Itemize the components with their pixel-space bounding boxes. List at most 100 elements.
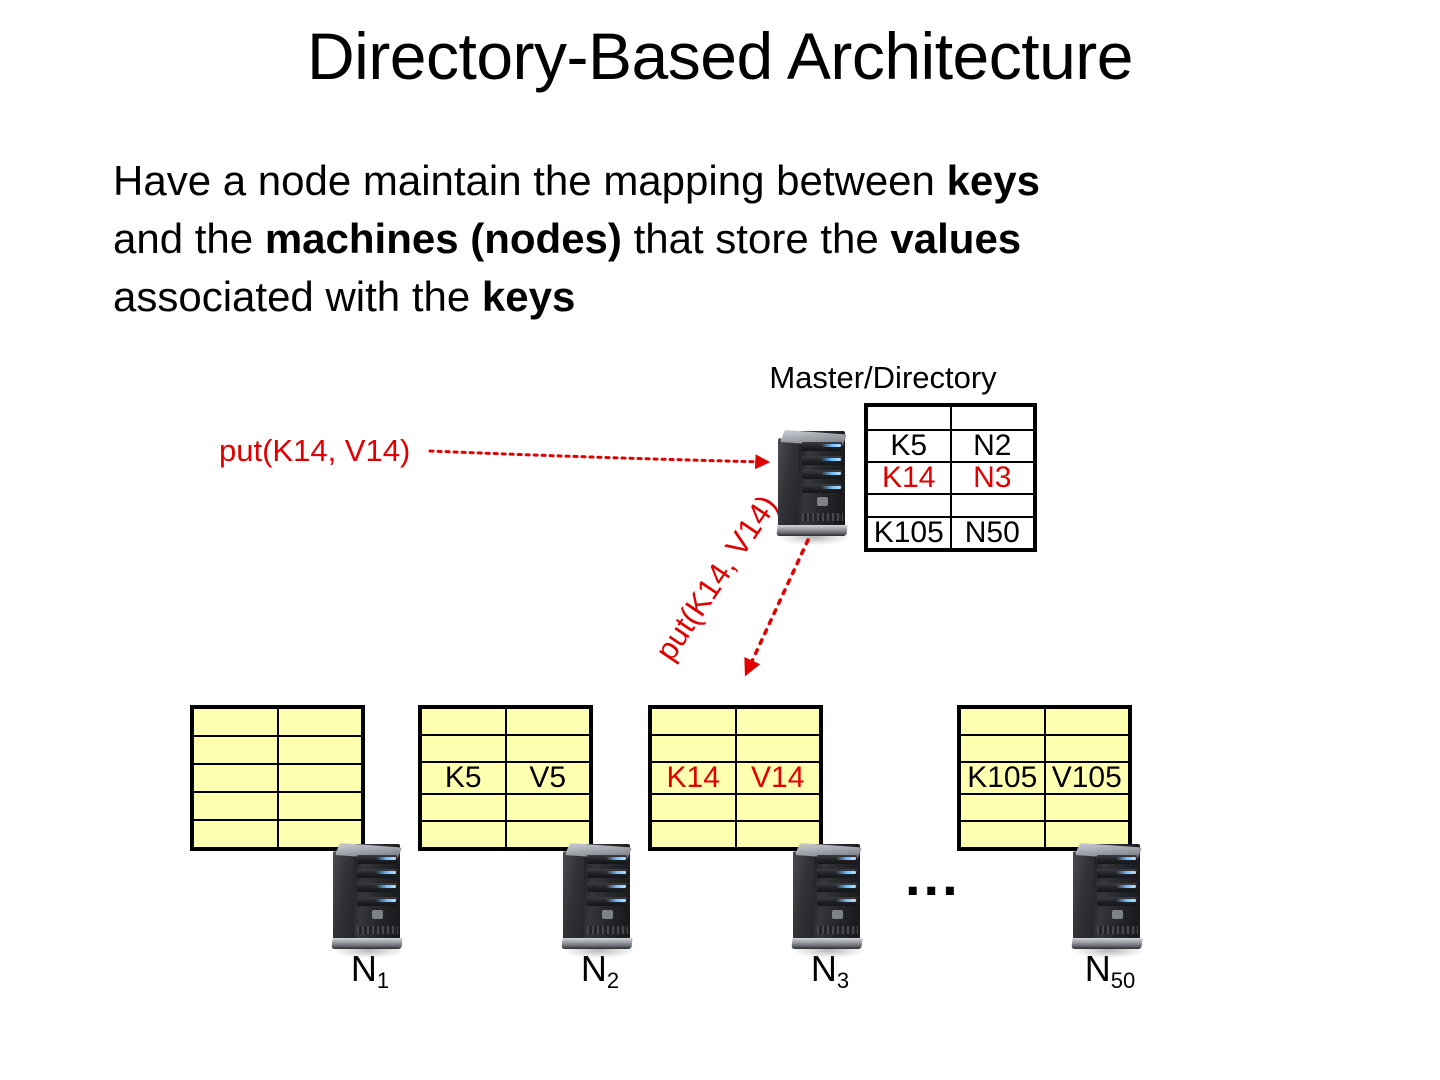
master-directory-label: Master/Directory [769,360,997,395]
n1-cell-value-1 [279,737,362,763]
master-cell-node-3 [952,495,1034,517]
server-drive-bay [357,883,397,892]
n3-cell-key-0 [652,709,737,734]
table-row [194,793,361,821]
body-line2-text-a: and the [113,215,265,262]
server-drive-bay [587,883,627,892]
server-drive-bay [802,456,842,465]
master-cell-node-4: N50 [964,516,1020,549]
server-drive-bay [802,484,842,493]
server-base [1071,938,1143,949]
node-table-n2: K5 V5 [418,705,593,851]
table-row [652,822,819,847]
n50-cell-value-0 [1046,709,1129,734]
n1-cell-value-3 [279,793,362,819]
put-request-label-horizontal: put(K14, V14) [219,433,411,468]
body-line2-emphasis-b: values [890,215,1022,262]
server-drive-bay [1097,897,1137,906]
body-line1-text: Have a node maintain the mapping between [113,157,947,204]
server-drive-bay [1097,883,1137,892]
server-drive-bay [817,869,857,878]
node-caption-subscript: 3 [836,968,850,993]
server-base [776,525,848,536]
n1-cell-key-3 [194,793,279,819]
node-table-n3: K14 V14 [648,705,823,851]
n2-cell-value-3 [507,795,590,820]
table-row [961,709,1128,736]
n3-cell-key-4 [652,822,737,847]
node-caption-subscript: 1 [376,968,390,993]
server-drive-bay [1097,869,1137,878]
server-vents [587,926,628,934]
node-server-icon-n1 [330,840,406,958]
node-table-n1 [190,705,365,851]
table-row [194,709,361,737]
n2-cell-key-4 [422,822,507,847]
n1-cell-key-4 [194,821,279,847]
server-logo [817,497,828,506]
n50-cell-key-1 [961,736,1046,761]
master-server-icon [775,427,851,545]
n1-cell-key-2 [194,765,279,791]
body-line3-text: associated with the [113,273,482,320]
master-cell-key-1: K5 [868,430,952,461]
table-row [194,821,361,847]
n2-cell-key-0 [422,709,507,734]
server-vents [802,513,843,521]
master-cell-node-2: N3 [973,460,1012,494]
n50-cell-key-4 [961,822,1046,847]
table-row: K14 V14 [652,763,819,795]
put-request-label-diagonal: put(K14, V14) [648,488,785,667]
node-caption-subscript: 2 [606,968,620,993]
n50-cell-key-0 [961,709,1046,734]
table-row [422,736,589,763]
n2-cell-value-2: V5 [529,761,567,794]
master-cell-node-0 [952,407,1034,429]
server-vents [357,926,398,934]
master-cell-key-3 [868,494,952,516]
table-row: K105 V105 [961,763,1128,795]
body-line2-text-b: that store the [621,215,891,262]
n50-cell-key-3 [961,795,1046,820]
table-row [868,494,1034,518]
body-line2-emphasis-a: machines (nodes) [264,215,622,262]
table-row [652,709,819,736]
server-vents [1097,926,1138,934]
node-server-icon-n2 [560,840,636,958]
page-title: Directory-Based Architecture [307,19,1134,93]
table-row [961,795,1128,822]
table-row [652,795,819,822]
master-directory-table: K5 N2 K14 N3 K105 N50 [864,403,1037,552]
server-drive-bay [587,869,627,878]
n50-cell-value-3 [1046,795,1129,820]
server-drive-bay [587,855,627,864]
server-drive-bay [587,897,627,906]
n1-cell-value-2 [279,765,362,791]
server-side-panel [793,851,815,946]
server-side-panel [1073,851,1095,946]
master-cell-key-2: K14 [868,462,952,493]
n1-cell-key-0 [194,709,279,735]
server-base [791,938,863,949]
table-row [422,709,589,736]
n3-cell-key-1 [652,736,737,761]
node-server-icon-n3 [790,840,866,958]
n1-cell-value-0 [279,709,362,735]
server-base [331,938,403,949]
server-drive-bay [817,883,857,892]
node-caption-n3: N3 [770,950,890,994]
n2-cell-key-3 [422,795,507,820]
table-row [422,822,589,847]
server-side-panel [333,851,355,946]
server-logo [372,910,383,919]
table-row [652,736,819,763]
server-drive-bay [817,897,857,906]
server-base [561,938,633,949]
n1-cell-key-1 [194,737,279,763]
node-server-icon-n50 [1070,840,1146,958]
server-drive-bay [802,470,842,479]
server-vents [817,926,858,934]
table-row [961,822,1128,847]
table-row [194,765,361,793]
n50-cell-value-1 [1046,736,1129,761]
